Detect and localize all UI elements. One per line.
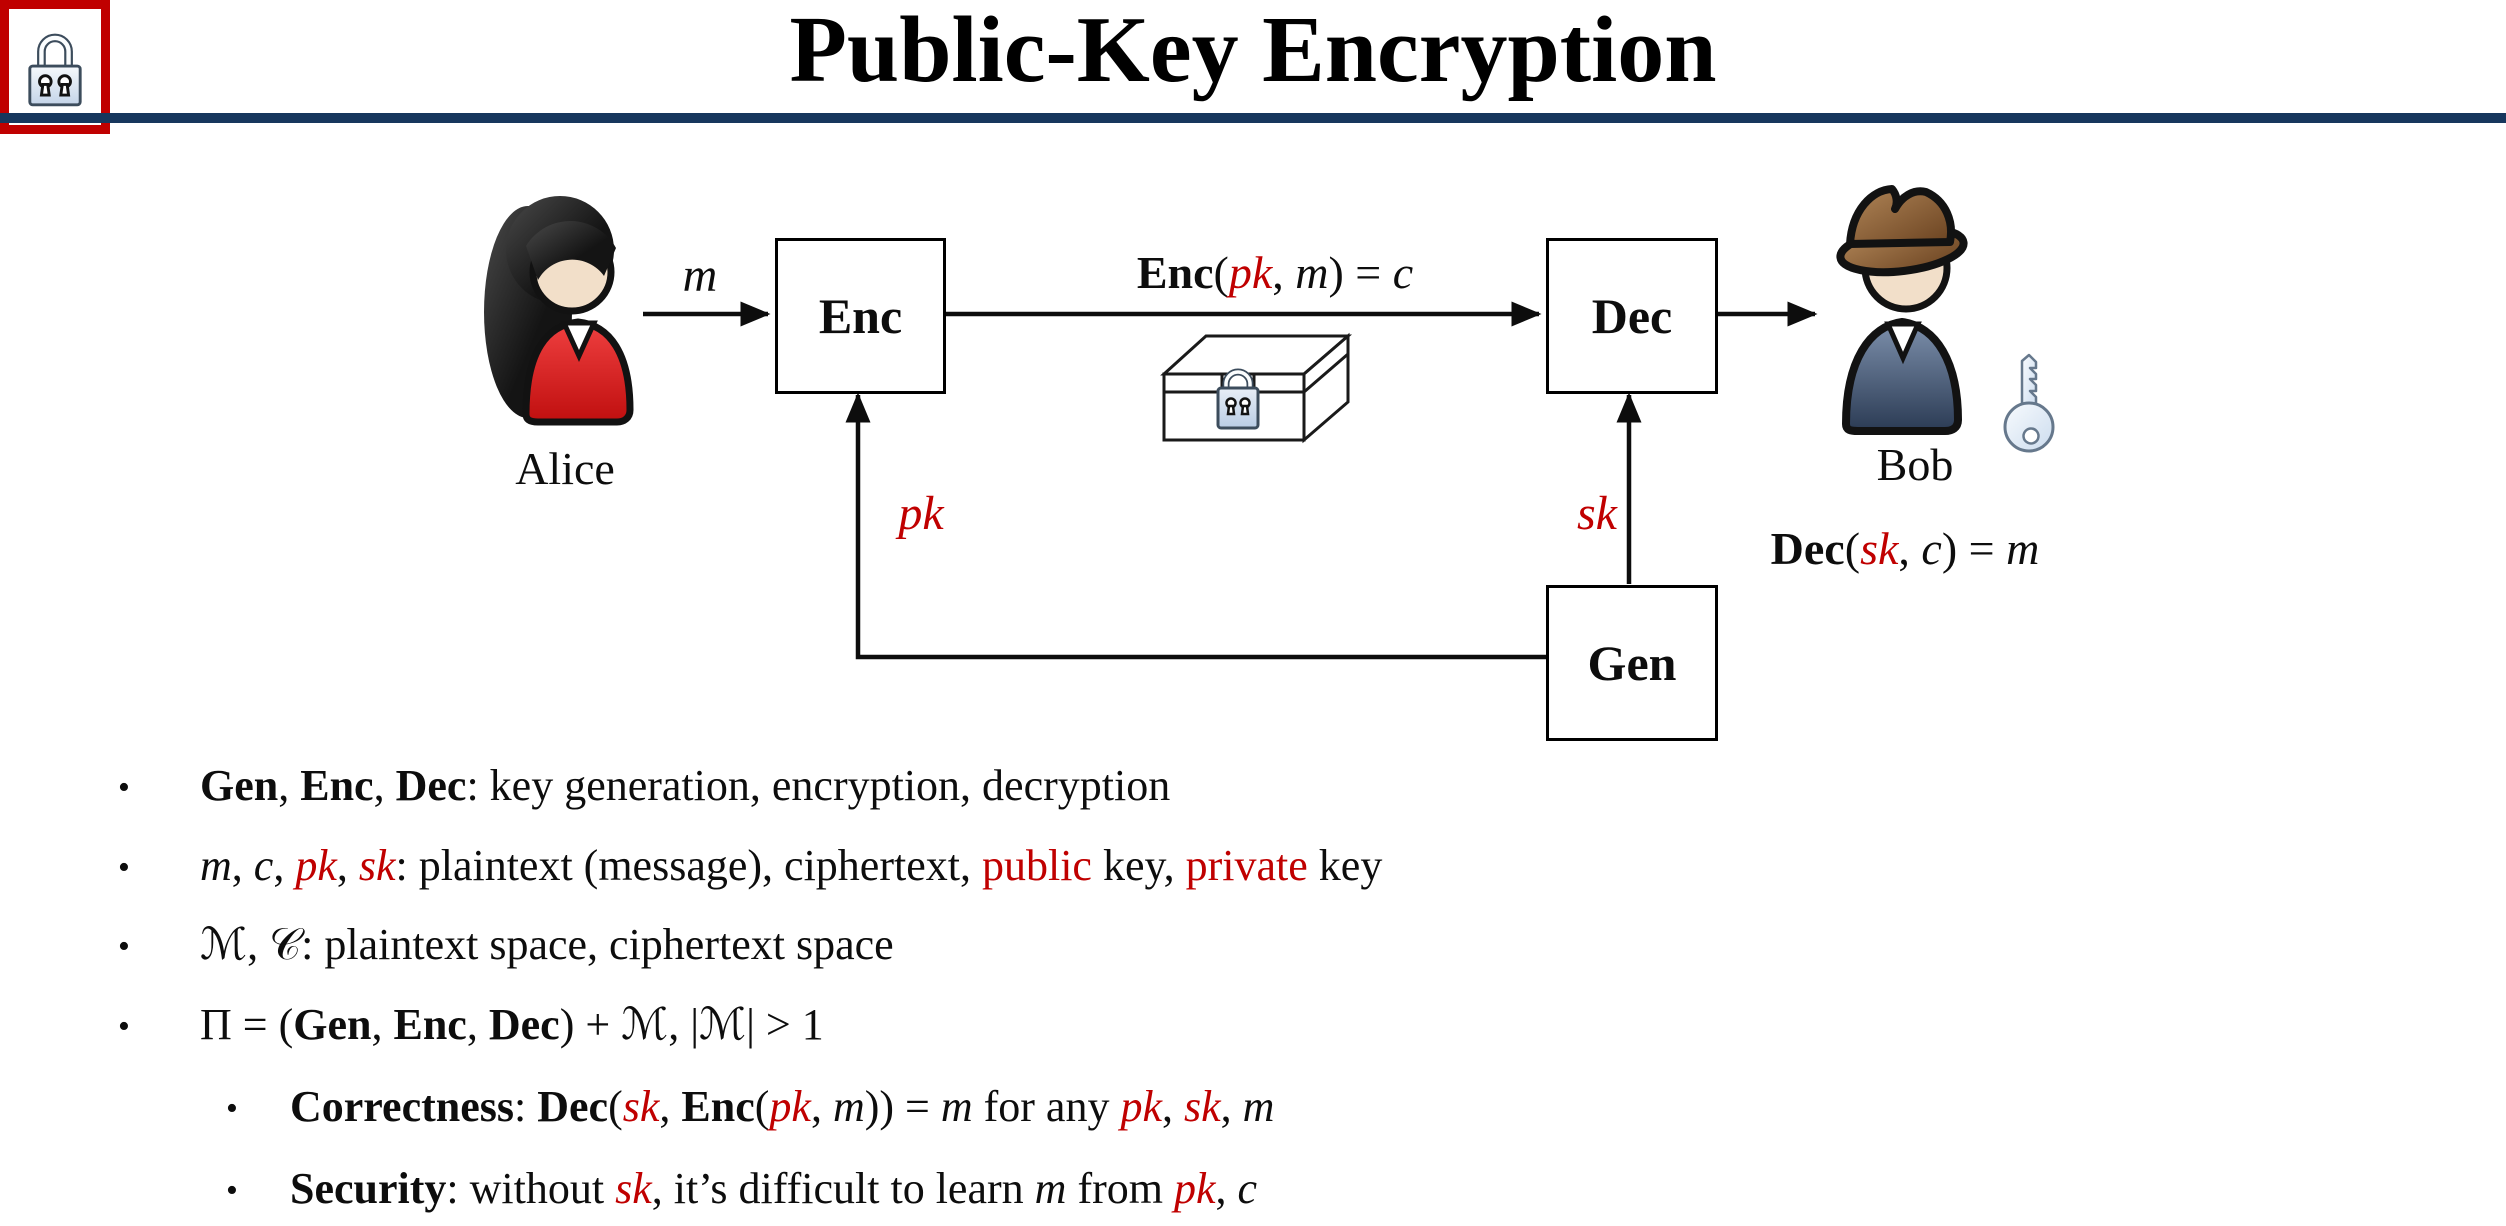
padlock-icon — [28, 33, 82, 107]
bullet-marker: • — [118, 849, 130, 886]
bob-label: Bob — [1876, 439, 1954, 490]
pk-label: pk — [898, 487, 944, 540]
sub-bullet-item-correctness: •Correctness: Dec(sk, Enc(pk, m)) = m fo… — [226, 1082, 1275, 1131]
dec-box: Dec — [1546, 238, 1718, 394]
gen-box-label: Gen — [1587, 635, 1677, 691]
bullet-item-components: •Gen, Enc, Dec: key generation, encrypti… — [118, 761, 1171, 810]
dec-box-label: Dec — [1591, 288, 1673, 344]
page-title: Public-Key Encryption — [789, 0, 1717, 102]
bullet-item-spaces: •ℳ, 𝒞: plaintext space, ciphertext space — [118, 920, 894, 969]
sub-bullet-item-security: •Security: without sk, it’s difficult to… — [226, 1164, 1258, 1213]
encryption-formula: Enc(pk, m) = c — [1136, 247, 1414, 298]
public-key-badge — [0, 0, 110, 134]
bullet-marker: • — [226, 1172, 238, 1209]
decryption-formula: Dec(sk, c) = m — [1770, 523, 2040, 574]
title-divider-rule — [0, 113, 2506, 123]
bullet-marker: • — [118, 928, 130, 965]
bullet-marker: • — [226, 1090, 238, 1127]
sk-label: sk — [1577, 487, 1617, 540]
alice-person-icon — [484, 196, 634, 426]
bullet-marker: • — [118, 1008, 130, 1045]
alice-label: Alice — [515, 443, 615, 494]
enc-box-label: Enc — [818, 288, 903, 344]
bullet-item-variables: •m, c, pk, sk: plaintext (message), ciph… — [118, 841, 1383, 890]
bullet-marker: • — [118, 769, 130, 806]
gen-box: Gen — [1546, 585, 1718, 741]
enc-box: Enc — [775, 238, 946, 394]
locked-chest-icon — [1160, 332, 1353, 444]
pk-feedback-line — [845, 392, 1546, 660]
bob-person-icon — [1836, 185, 1968, 435]
key-icon — [2003, 353, 2055, 453]
m-label: m — [682, 249, 718, 302]
bullet-item-scheme: •Π = (Gen, Enc, Dec) + ℳ, |ℳ| > 1 — [118, 1000, 824, 1049]
